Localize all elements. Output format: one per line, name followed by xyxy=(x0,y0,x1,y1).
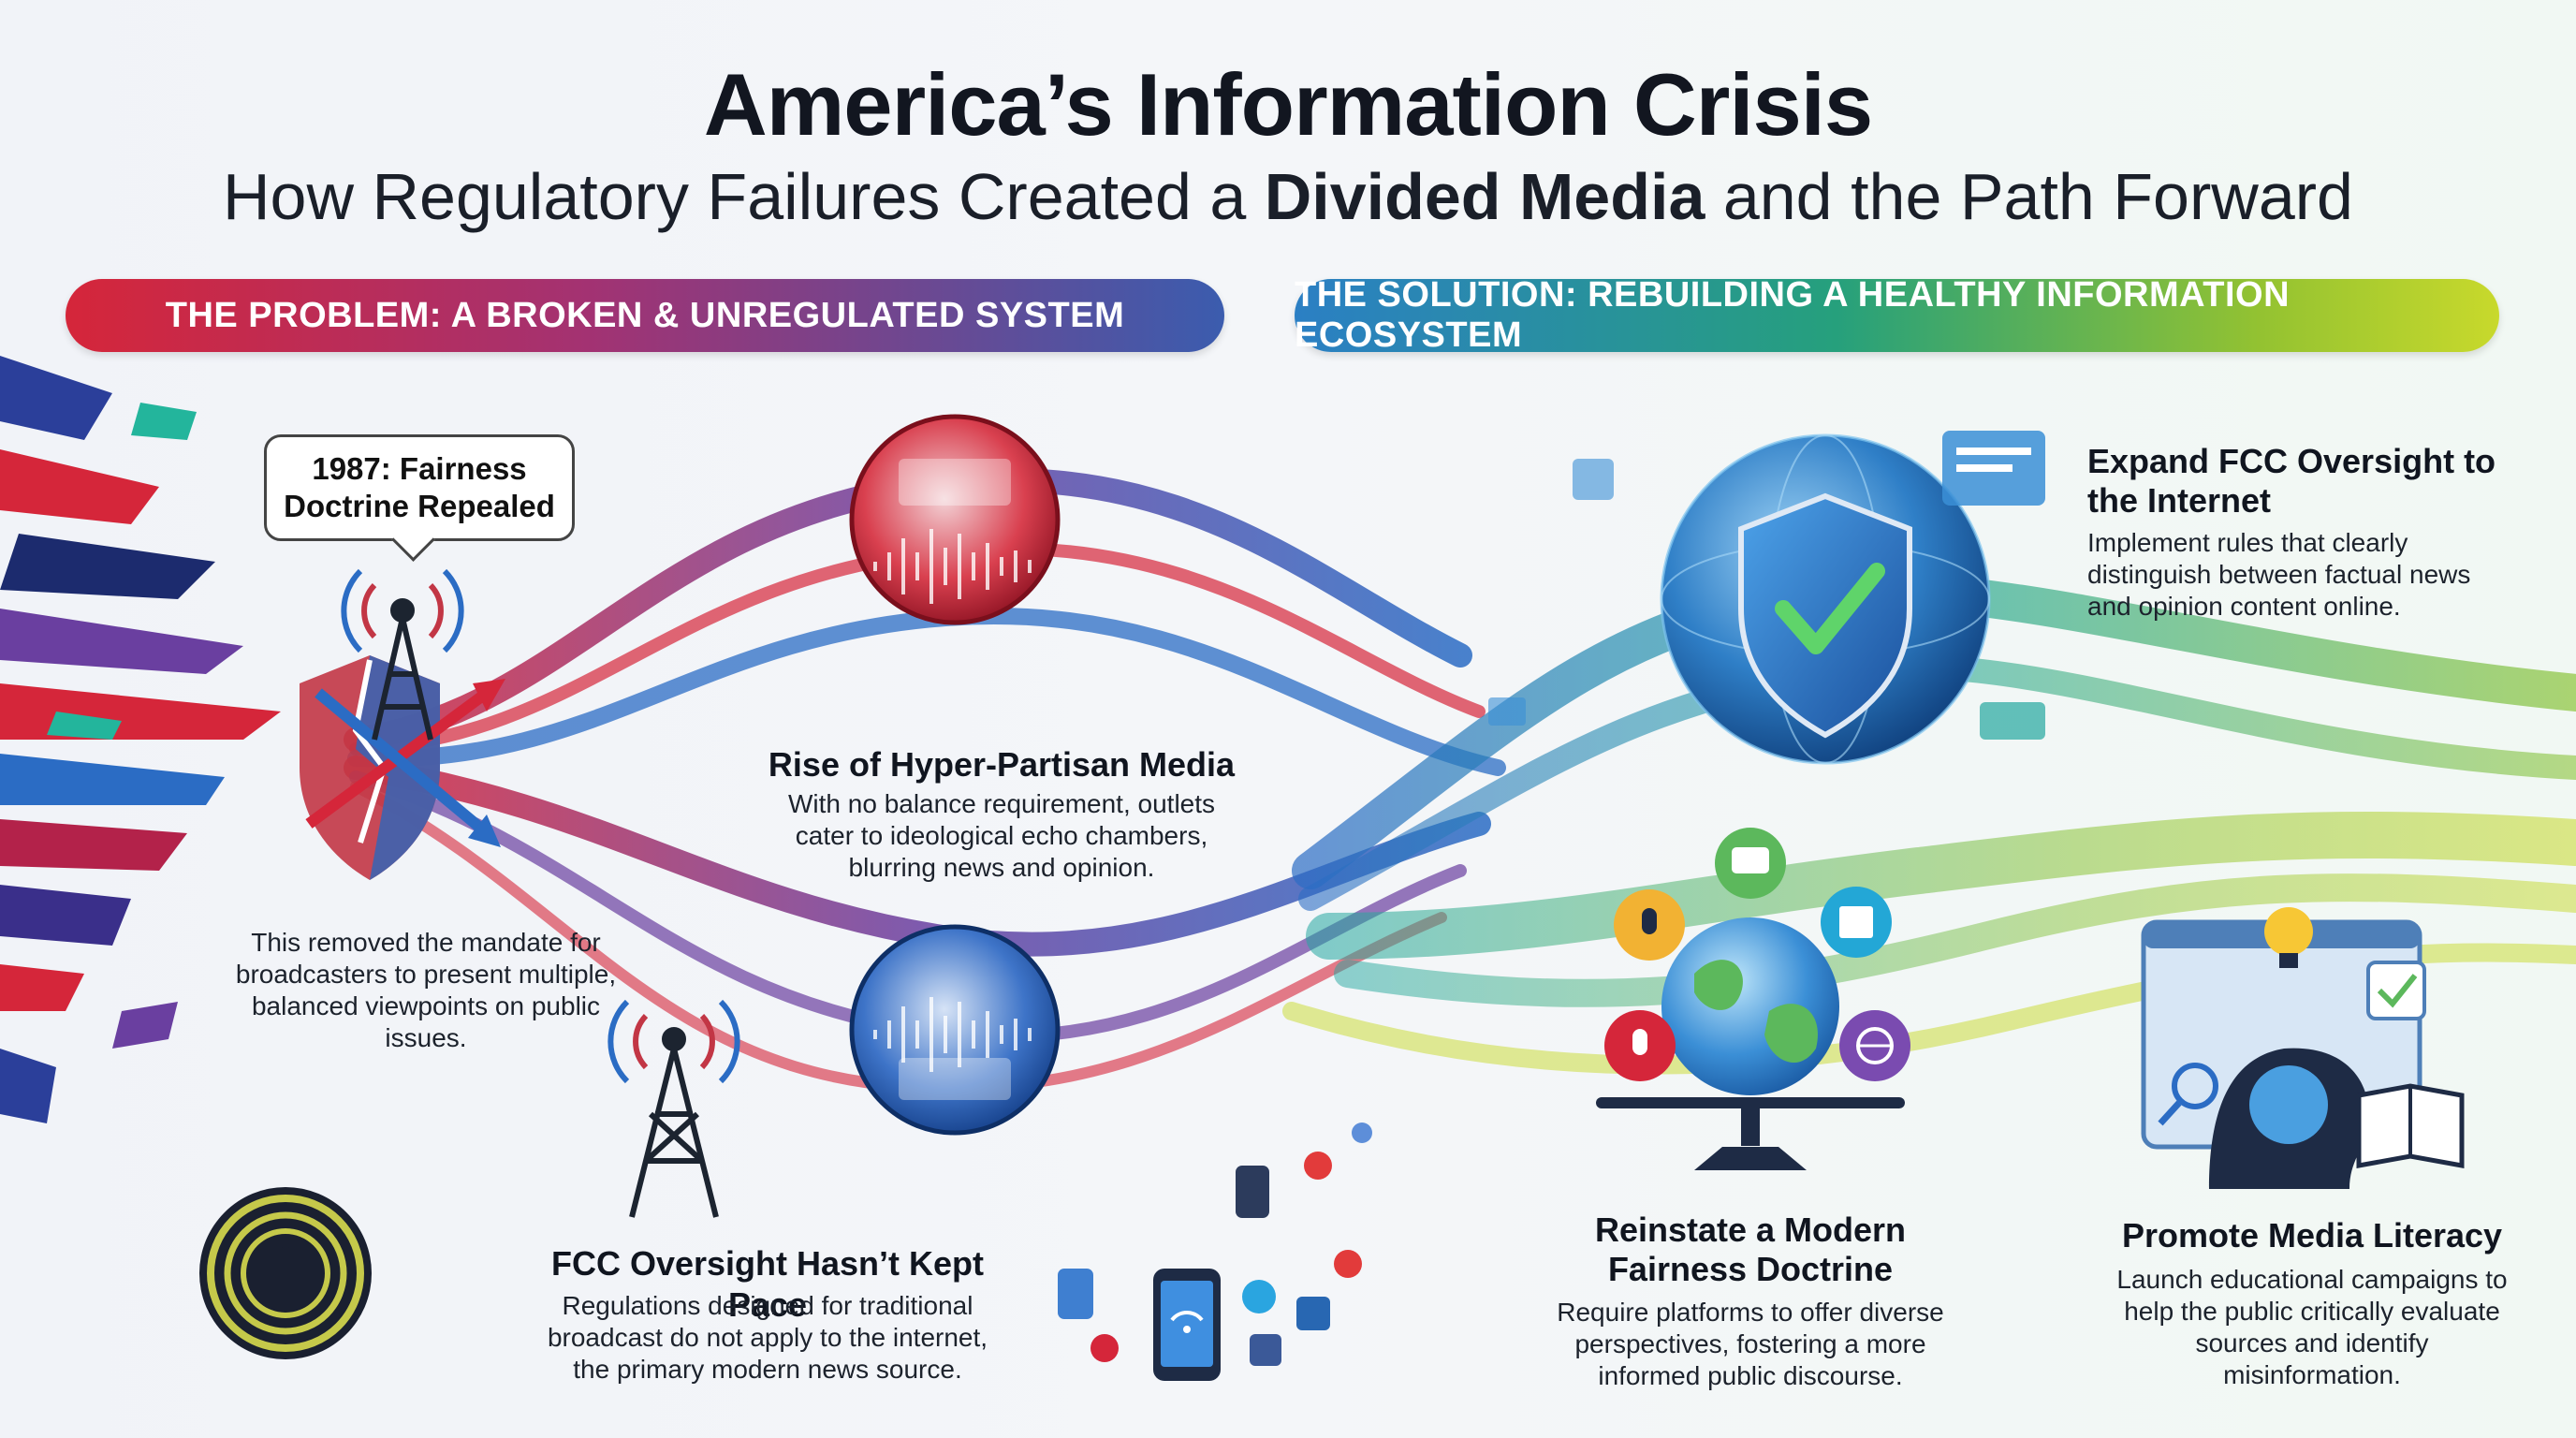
repeal-callout: 1987: Fairness Doctrine Repealed xyxy=(264,434,575,541)
newspaper-icon xyxy=(1821,887,1892,958)
microphone-icon xyxy=(1604,889,1685,1081)
globe-icon xyxy=(1661,917,1839,1095)
partisan-heading: Rise of Hyper-Partisan Media xyxy=(768,745,1236,784)
smartphone-icon xyxy=(1153,1269,1221,1381)
keyhole-logo-icon xyxy=(199,1187,372,1359)
magnifier-icon xyxy=(2158,1063,2218,1126)
floating-ui-cards xyxy=(1488,431,2045,740)
literacy-heading: Promote Media Literacy xyxy=(2121,1216,2503,1255)
fcc-tower-icon xyxy=(607,999,740,1218)
solution-banner: THE SOLUTION: REBUILDING A HEALTHY INFOR… xyxy=(1295,275,2499,355)
partisan-news-bubble-red xyxy=(849,414,1061,625)
checklist-icon xyxy=(2366,961,2426,1020)
reinstate-description: Require platforms to offer diverse persp… xyxy=(1557,1298,1944,1390)
broken-shield-icon xyxy=(300,655,505,880)
partisan-news-bubble-blue xyxy=(849,924,1061,1136)
lightbulb-icon xyxy=(2264,907,2313,968)
book-icon xyxy=(2356,1083,2465,1168)
broadcast-tower-icon xyxy=(341,568,464,741)
chat-icon xyxy=(1715,828,1786,899)
fcc-heading: FCC Oversight Hasn’t Kept Pace xyxy=(550,1244,985,1324)
literacy-description: Launch educational campaigns to help the… xyxy=(2116,1265,2508,1389)
expand-fcc-description: Implement rules that clearly distinguish… xyxy=(2087,528,2471,621)
glitch-shards xyxy=(0,356,281,1123)
problem-banner: THE PROBLEM: A BROKEN & UNREGULATED SYST… xyxy=(66,279,1224,352)
page-title: America’s Information Crisis xyxy=(703,55,1873,154)
partisan-description: With no balance requirement, outlets cat… xyxy=(787,789,1216,882)
internet-icon xyxy=(1839,1010,1910,1081)
expand-fcc-heading: Expand FCC Oversight to the Internet xyxy=(2087,442,2496,520)
balance-scale-icon xyxy=(1596,1097,1905,1170)
social-icons xyxy=(1058,1123,1372,1366)
fcc-description: Regulations designed for traditional bro… xyxy=(547,1291,988,1384)
page-subtitle: How Regulatory Failures Created a Divide… xyxy=(222,160,2353,233)
repeal-description: This removed the mandate for broadcaster… xyxy=(235,928,617,1052)
reinstate-heading: Reinstate a Modern Fairness Doctrine xyxy=(1594,1211,1907,1288)
shield-globe-icon xyxy=(1660,433,1991,765)
